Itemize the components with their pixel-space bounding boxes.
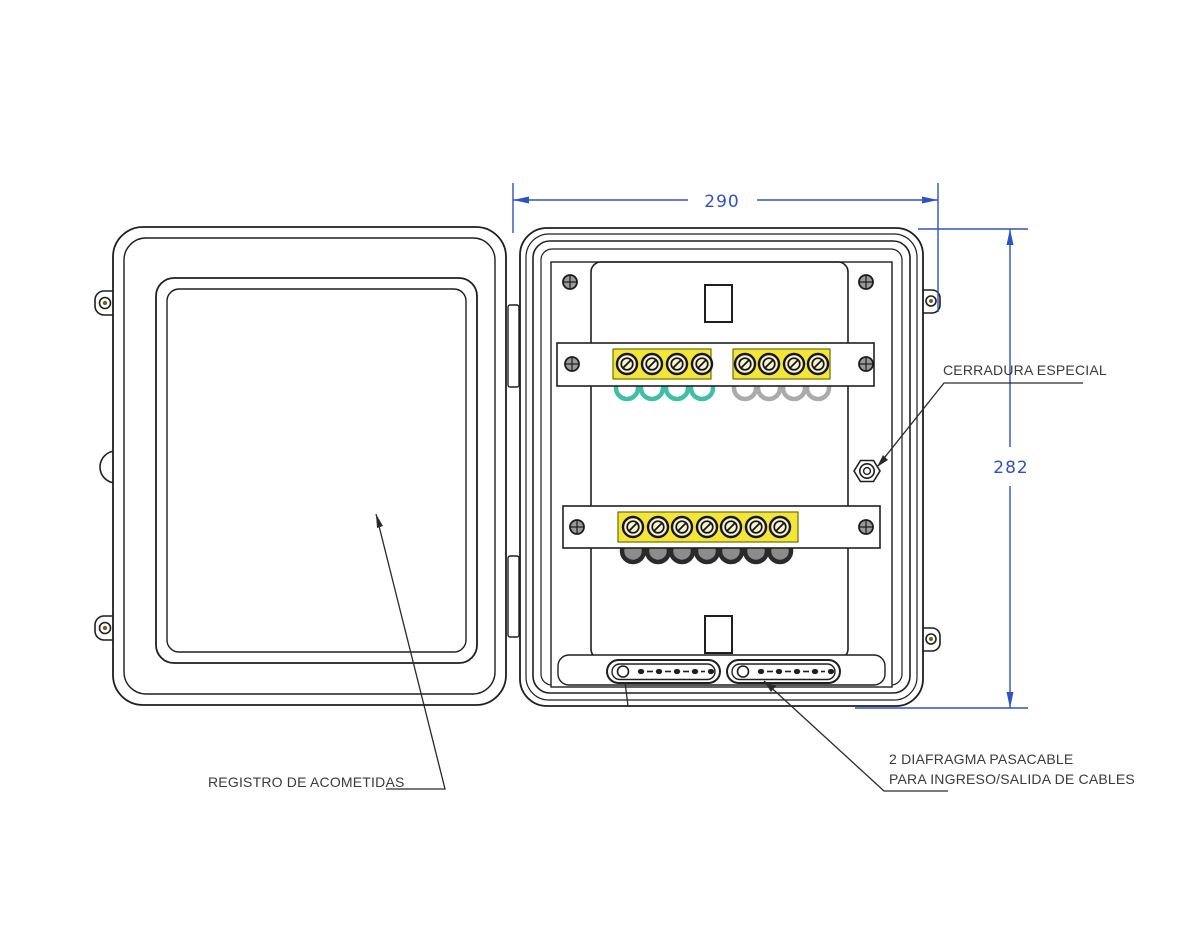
label-diafragma-pasacable: 2 DIAFRAGMA PASACABLE PARA INGRESO/SALID…	[763, 680, 1135, 792]
diaphragm-knockout-row	[616, 665, 715, 678]
terminal-screw-icon	[621, 515, 645, 539]
door-label-text: REGISTRO DE ACOMETIDAS	[208, 774, 405, 790]
plate-slot-bottom	[704, 615, 733, 654]
terminal-screw-icon	[690, 352, 714, 376]
terminal-screw-icon	[719, 515, 743, 539]
enclosure-door	[94, 226, 507, 706]
arrow-left-icon	[513, 196, 529, 204]
label-registro-de-acometidas: REGISTRO DE ACOMETIDAS	[208, 513, 446, 790]
diaphragm-label-line2: PARA INGRESO/SALIDA DE CABLES	[889, 771, 1135, 787]
mounting-screws	[562, 274, 874, 535]
arrow-up-icon	[1006, 229, 1014, 245]
diaphragm-knockout-dots	[616, 665, 835, 678]
diaphragm-right-inner	[731, 663, 836, 681]
leader-line	[375, 513, 446, 790]
diaphragm-right	[726, 659, 841, 684]
door-panel-outer	[155, 277, 478, 664]
body-frame-outer	[532, 240, 911, 694]
leader-line	[876, 382, 1083, 468]
dimension-width-value: 290	[704, 192, 739, 212]
terminal-screw-icon	[757, 352, 781, 376]
hinge-bar-bottom	[507, 555, 520, 638]
terminal-screws	[615, 352, 830, 539]
mounting-screw-icon	[858, 274, 874, 290]
mounting-screw-icon	[569, 519, 585, 535]
dimension-height-282: 282	[855, 228, 1028, 709]
door-inner-outline	[123, 237, 496, 695]
lock-label-text: CERRADURA ESPECIAL	[943, 362, 1107, 378]
leader-line	[763, 680, 948, 792]
special-lock-icon	[853, 459, 881, 483]
terminal-screw-icon	[665, 352, 689, 376]
diaphragm-left-tick	[624, 681, 629, 707]
plate-slot-top	[704, 284, 733, 323]
body-second-outline	[525, 233, 918, 701]
terminal-screw-icon	[615, 352, 639, 376]
dimension-width-290: 290	[512, 183, 939, 312]
diaphragm-band	[557, 654, 886, 707]
diaphragm-knockout-row	[736, 665, 835, 678]
terminal-screw-icon	[646, 515, 670, 539]
terminal-screw-icon	[768, 515, 792, 539]
diaphragm-left-inner	[611, 663, 716, 681]
terminal-screw-icon	[782, 352, 806, 376]
label-cerradura-especial: CERRADURA ESPECIAL	[876, 362, 1107, 468]
terminal-screw-icon	[744, 515, 768, 539]
hinge-bar-top	[507, 304, 520, 388]
leader-arrow-icon	[376, 514, 383, 528]
hinge-bars	[507, 304, 520, 638]
door-panel-inner	[166, 288, 467, 653]
arrow-down-icon	[1006, 692, 1014, 708]
leader-arrow-icon	[877, 455, 888, 467]
terminal-screw-icon	[733, 352, 757, 376]
dimension-height-value: 282	[993, 458, 1028, 478]
terminal-screw-icon	[695, 515, 719, 539]
enclosure-body	[519, 227, 941, 707]
diaphragm-left	[606, 659, 721, 684]
mounting-screw-icon	[564, 356, 580, 372]
terminal-screw-icon	[640, 352, 664, 376]
arrow-right-icon	[922, 196, 938, 204]
mounting-screw-icon	[562, 274, 578, 290]
terminal-screw-icon	[670, 515, 694, 539]
diaphragm-label-line1: 2 DIAFRAGMA PASACABLE	[889, 751, 1073, 767]
mounting-screw-icon	[858, 356, 874, 372]
mounting-screw-icon	[858, 519, 874, 535]
terminal-screw-icon	[806, 352, 830, 376]
leader-arrow-icon	[764, 681, 776, 692]
